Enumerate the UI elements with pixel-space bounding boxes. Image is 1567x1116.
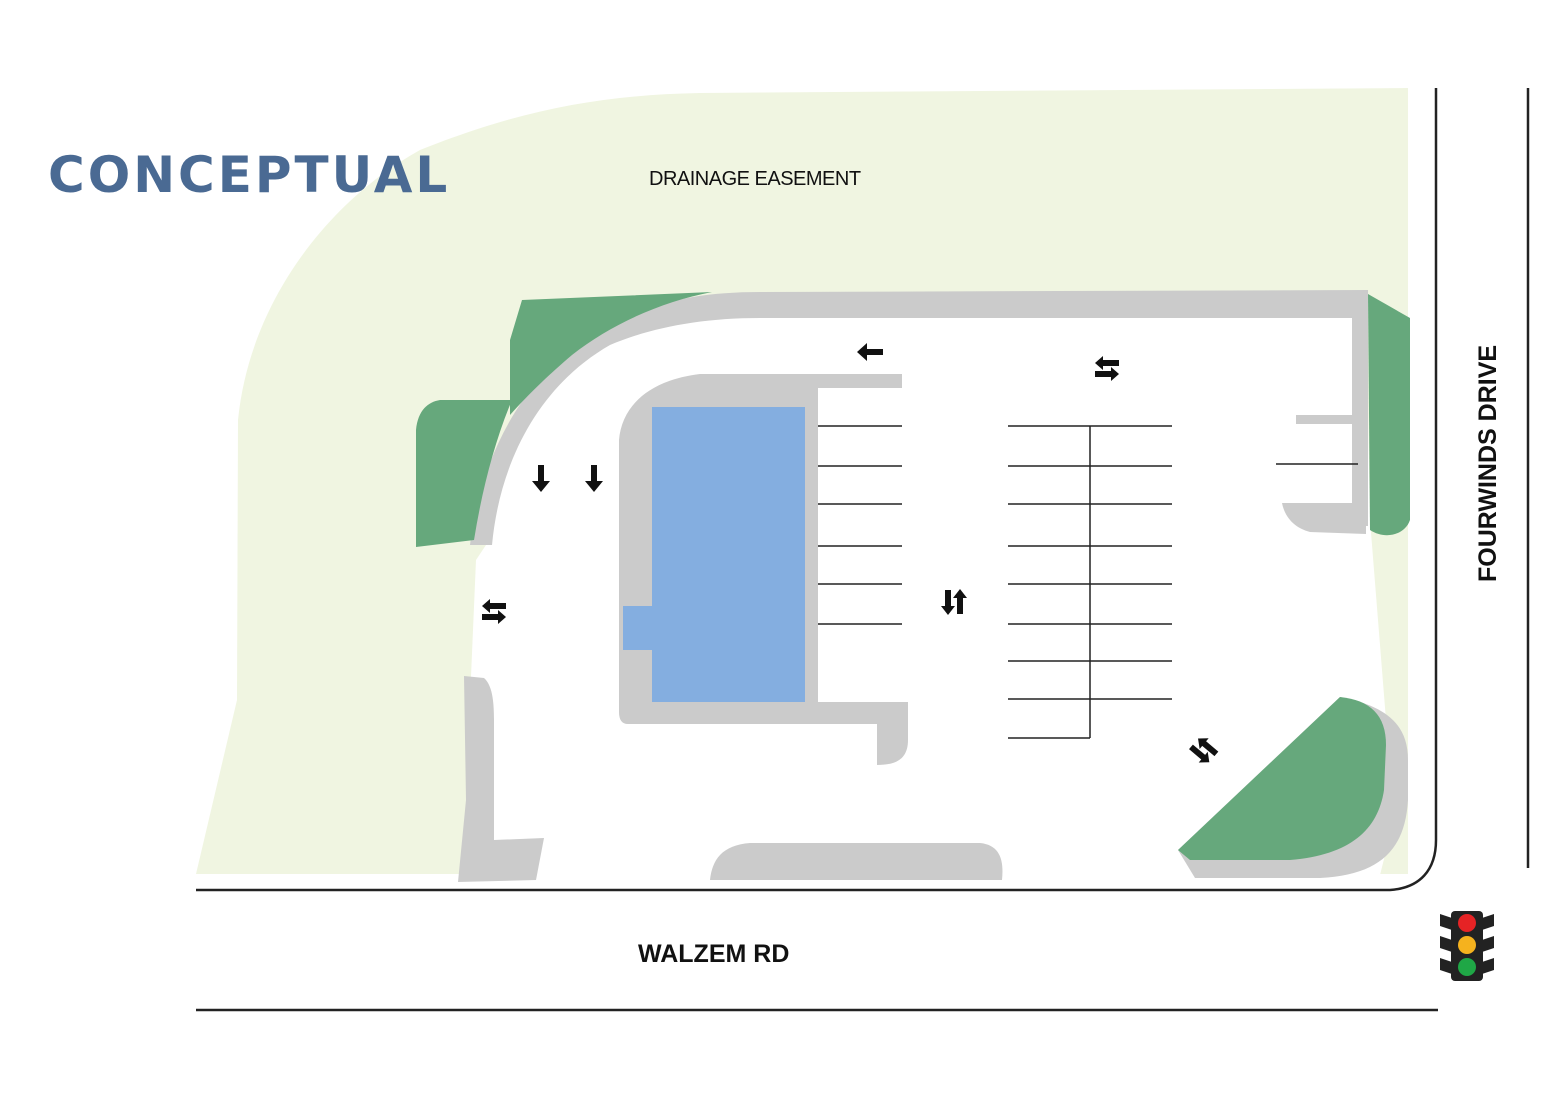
- curb-south-driveway: [710, 843, 1003, 880]
- building-entrance: [623, 606, 653, 650]
- building: [652, 407, 805, 702]
- traffic-signal-icon: [1440, 911, 1494, 981]
- landscape-northwest-top: [510, 292, 712, 415]
- parking-stalls-center: [1008, 425, 1172, 739]
- road-label-fourwinds: FOURWINDS DRIVE: [1474, 345, 1502, 582]
- curb-east-stub: [1296, 415, 1358, 424]
- landscape-east: [1368, 294, 1410, 536]
- road-label-walzem: WALZEM RD: [638, 940, 789, 968]
- drainage-easement-label: DRAINAGE EASEMENT: [649, 168, 861, 190]
- curb-east-island: [1282, 503, 1366, 534]
- curb-southwest: [458, 676, 544, 882]
- landscape-southeast: [1178, 697, 1386, 860]
- curb-east: [1352, 306, 1368, 526]
- map-title: CONCEPTUAL: [48, 146, 450, 204]
- landscape-northwest: [416, 400, 512, 547]
- curb-north: [470, 290, 1368, 545]
- road-lines: [196, 88, 1530, 1012]
- parking-stalls-west: [818, 425, 902, 625]
